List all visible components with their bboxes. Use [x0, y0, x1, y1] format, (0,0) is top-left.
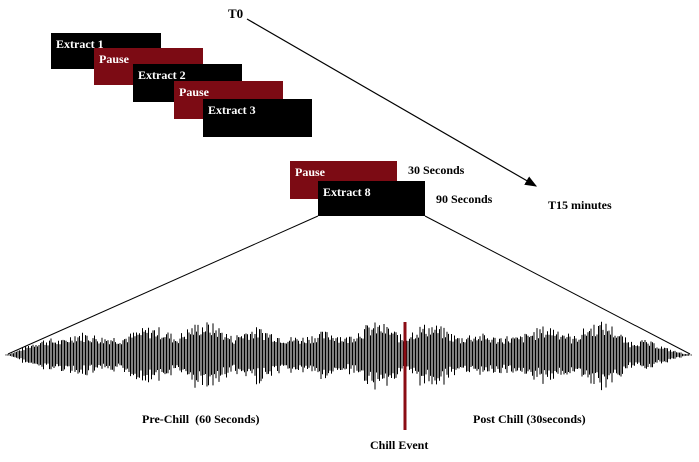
block-label: Extract 2 — [138, 68, 186, 82]
block-label: Pause — [99, 52, 129, 66]
block-label: Extract 3 — [208, 103, 256, 117]
extract-8-block: Extract 8 — [318, 181, 425, 216]
extract-3-block: Extract 3 — [203, 99, 312, 137]
block-label: Extract 8 — [323, 185, 371, 199]
timeline-arrow — [246, 18, 538, 187]
block-label: Pause — [179, 85, 209, 99]
timeline-start-label: T0 — [228, 6, 244, 21]
extract-duration-label: 90 Seconds — [436, 192, 493, 206]
zoom-line-right — [424, 215, 691, 355]
post-chill-label: Post Chill (30seconds) — [473, 412, 586, 426]
audio-waveform — [5, 321, 692, 391]
pre-chill-label: Pre-Chill (60 Seconds) — [142, 412, 260, 426]
pause-duration-label: 30 Seconds — [408, 163, 465, 177]
zoom-line-left — [7, 215, 319, 355]
chill-event-label: Chill Event — [370, 438, 429, 452]
timeline-end-label: T15 minutes — [548, 198, 612, 212]
block-label: Extract 1 — [56, 37, 104, 51]
block-label: Pause — [295, 165, 325, 179]
